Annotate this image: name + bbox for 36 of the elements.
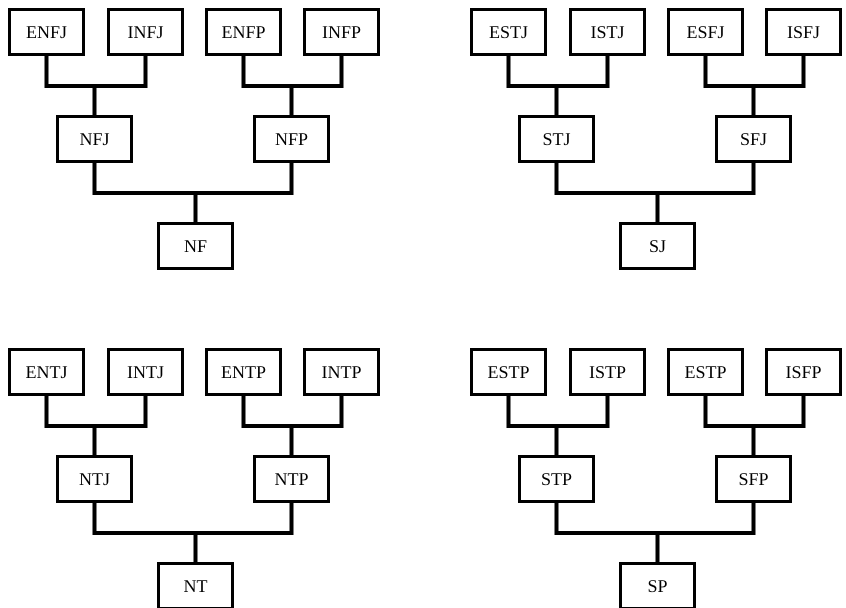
type-box: SP: [619, 562, 696, 608]
type-box: NT: [157, 562, 234, 608]
type-box: INTJ: [107, 348, 184, 396]
type-box: SFJ: [715, 115, 792, 163]
connector-line: [290, 396, 344, 455]
type-box: ISTJ: [569, 8, 646, 56]
type-box: ISFP: [765, 348, 842, 396]
type-box: NFP: [253, 115, 330, 163]
type-box: ESTP: [470, 348, 547, 396]
connector-line: [554, 56, 610, 115]
type-box: INTP: [303, 348, 380, 396]
type-box: INFJ: [107, 8, 184, 56]
type-box: NF: [157, 222, 234, 270]
type-box: ESTJ: [470, 8, 547, 56]
type-box: NTP: [253, 455, 330, 503]
connector-line: [92, 396, 148, 455]
connector-line: [752, 56, 806, 115]
type-box: ISFJ: [765, 8, 842, 56]
type-box: ENFP: [205, 8, 282, 56]
type-box: ENFJ: [8, 8, 85, 56]
connector-line: [554, 396, 610, 455]
type-box: SJ: [619, 222, 696, 270]
type-box: STJ: [518, 115, 595, 163]
type-box: SFP: [715, 455, 792, 503]
type-box: NFJ: [56, 115, 133, 163]
type-box: ESTP: [667, 348, 744, 396]
type-box: STP: [518, 455, 595, 503]
type-box: ISTP: [569, 348, 646, 396]
connector-line: [752, 396, 806, 455]
type-box: INFP: [303, 8, 380, 56]
type-box: NTJ: [56, 455, 133, 503]
type-box: ENTJ: [8, 348, 85, 396]
connector-line: [290, 56, 344, 115]
type-box: ENTP: [205, 348, 282, 396]
connector-line: [92, 56, 148, 115]
type-box: ESFJ: [667, 8, 744, 56]
